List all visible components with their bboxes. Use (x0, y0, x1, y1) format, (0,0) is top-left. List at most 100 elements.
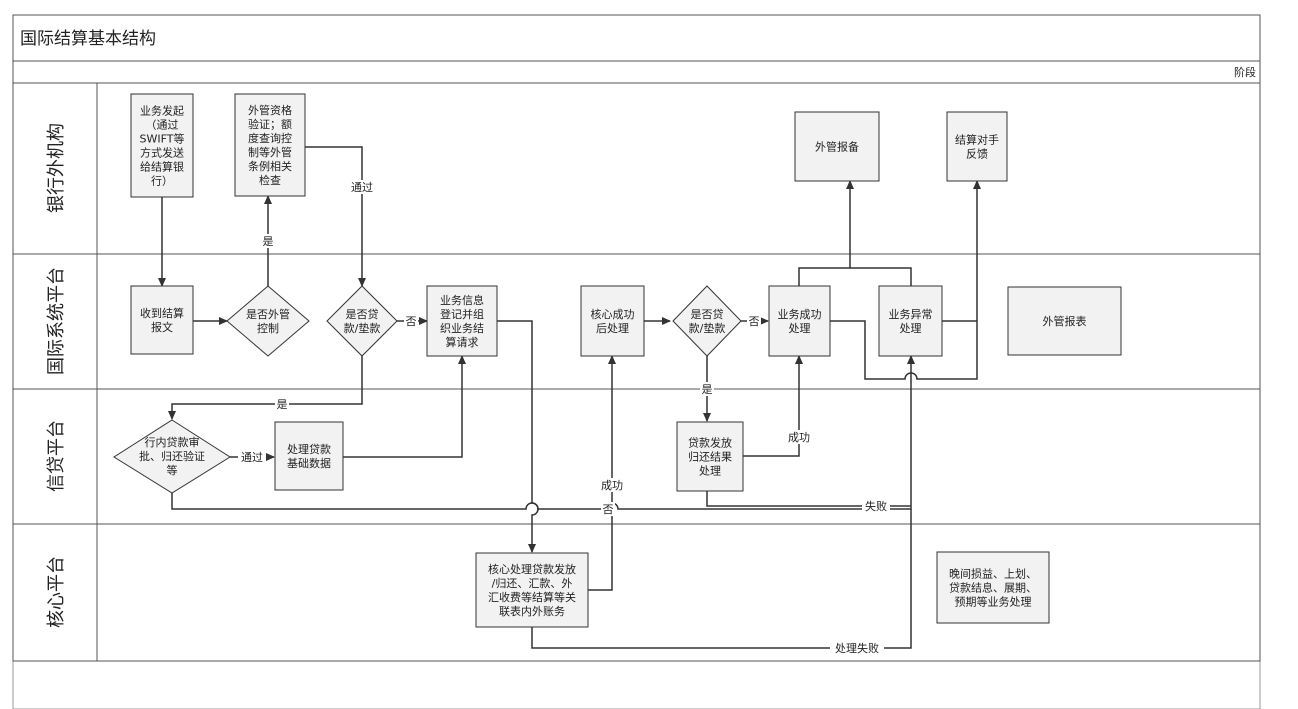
node-label-line: 预期等业务处理 (955, 595, 1032, 609)
decision-loan-advance-2[interactable] (672, 285, 742, 357)
node-label-line: 是否贷 (346, 307, 379, 321)
process-fx-report-filing-label: 外管报备 (815, 140, 859, 154)
process-counterparty-feedback[interactable] (946, 111, 1008, 182)
node-label-line: 处理 (900, 322, 922, 335)
label-bg (747, 314, 761, 328)
decision-loan-advance-1[interactable] (326, 285, 398, 357)
process-nightly-batch[interactable] (936, 551, 1050, 624)
process-core-success-post-label: 核心成功后处理 (591, 307, 635, 335)
node-label-line: 联表内外账务 (499, 604, 565, 618)
node-label-line: 度查询控 (248, 131, 292, 145)
node-label-line: 行内贷款审 (145, 435, 200, 449)
label-bg (275, 397, 289, 411)
process-core-accounting-label: 核心处理贷款发放/归还、汇款、外汇收费等结算等关联表内外账务 (488, 562, 576, 618)
lanes: 银行外机构 国际系统平台 信贷平台 核心平台 (12, 82, 1261, 662)
lane-label-bank: 银行外机构 (46, 123, 67, 213)
label-yes-2: 是 (277, 398, 288, 411)
process-initiate[interactable] (130, 93, 194, 198)
label-bg (404, 314, 418, 328)
decision-fx-control[interactable] (226, 285, 310, 357)
node-label-line: 归还结果 (688, 450, 732, 464)
edge-n12-n8 (743, 355, 803, 457)
label-bg (862, 499, 890, 513)
pool-title: 国际结算基本结构 (20, 29, 156, 49)
process-loan-basic-data[interactable] (274, 421, 344, 491)
edge-labels: 是 通过 否 是 通过 成功 否 否 是 成功 失败 处理失败 (238, 180, 890, 655)
process-core-success-post[interactable] (580, 285, 645, 357)
node-label-line: 外管报备 (815, 140, 859, 154)
node-label-line: 贷款结息、展期、 (949, 581, 1037, 595)
process-receive-message-label: 收到结算报文 (140, 306, 184, 334)
edge-d4-n9 (171, 355, 915, 510)
label-no-2: 否 (603, 503, 614, 516)
node-label-line: 反馈 (966, 148, 988, 161)
decision-credit-approval-label: 行内贷款审批、归还验证等 (139, 435, 205, 477)
phase-label: 阶段 (1234, 65, 1256, 79)
label-success-1: 成功 (601, 479, 623, 492)
node-label-line: 验证；额 (248, 117, 292, 131)
process-fx-check[interactable] (234, 93, 306, 197)
edge-n13-n7 (588, 355, 616, 591)
node-label-line: 是否贷 (691, 307, 724, 321)
node-label-line: 给结算银 (140, 160, 184, 174)
label-fail-1: 失败 (865, 499, 887, 513)
lane-label-credit: 信贷平台 (46, 420, 67, 492)
process-core-accounting[interactable] (475, 552, 589, 628)
node-label-line: 等 (167, 463, 178, 477)
node-label-line: 行） (151, 175, 173, 188)
edge-n8-n3 (798, 180, 854, 286)
process-fx-report-label: 外管报表 (1043, 314, 1087, 328)
process-register-request[interactable] (426, 285, 498, 357)
label-bg (261, 234, 275, 248)
node-label-line: 业务发起 (140, 104, 184, 118)
node-label-line: /归还、汇款、外 (492, 576, 573, 590)
node-label-line: 处理贷款 (287, 442, 331, 456)
process-loan-result[interactable] (676, 421, 744, 492)
node-label-line: 织业务结 (440, 322, 484, 335)
process-fx-report[interactable] (1007, 286, 1122, 356)
process-register-request-label: 业务信息登记并组织业务结算请求 (440, 293, 484, 349)
process-loan-result-label: 贷款发放归还结果处理 (688, 436, 732, 478)
node-label-line: 制等外管 (248, 145, 292, 159)
node-label-line: 报文 (151, 320, 173, 334)
pool-title-bar (12, 14, 1261, 62)
node-label-line: 收到结算 (140, 306, 184, 320)
decision-credit-approval[interactable] (113, 419, 231, 494)
node-label-line: 批、归还验证 (139, 449, 205, 463)
label-bg (348, 180, 376, 194)
edge-n12-n9 (706, 491, 911, 507)
process-business-exception[interactable] (878, 285, 943, 357)
process-counterparty-feedback-label: 结算对手反馈 (955, 133, 999, 161)
node-label-line: （通过 (146, 119, 179, 132)
node-label-line: 业务成功 (778, 308, 822, 321)
process-fx-report-filing[interactable] (794, 111, 880, 182)
node-label-line: 基础数据 (287, 456, 331, 470)
node-label-line: 晚间损益、上划、 (949, 567, 1037, 581)
label-success-2: 成功 (788, 431, 810, 444)
node-label-line: 处理 (699, 465, 721, 478)
node-label-line: 业务异常 (889, 308, 933, 321)
decision-fx-control-label: 是否外管控制 (246, 307, 290, 335)
node-label-line: 贷款发放 (688, 436, 732, 450)
process-business-success[interactable] (768, 285, 831, 357)
process-loan-basic-data-label: 处理贷款基础数据 (287, 442, 331, 470)
node-label-line: 登记并组 (440, 307, 484, 321)
label-bg (598, 478, 626, 492)
node-label-line: 外管报表 (1043, 314, 1087, 328)
process-receive-message[interactable] (130, 285, 194, 355)
process-business-success-label: 业务成功处理 (778, 308, 822, 335)
node-label-line: 业务信息 (440, 293, 484, 307)
node-label-line: 核心处理贷款发放 (488, 562, 576, 576)
label-yes-1: 是 (263, 235, 274, 248)
edge-n13-n9 (531, 509, 912, 649)
node-label-line: 汇收费等结算等关 (488, 590, 576, 604)
decision-loan-advance-2-label: 是否贷款/垫款 (689, 307, 726, 335)
label-bg (700, 382, 714, 396)
label-bg (785, 430, 813, 444)
label-bg (601, 502, 615, 516)
node-label-line: 算请求 (446, 335, 479, 349)
label-no-3: 否 (749, 315, 760, 328)
edge-n9-n3 (850, 267, 912, 286)
